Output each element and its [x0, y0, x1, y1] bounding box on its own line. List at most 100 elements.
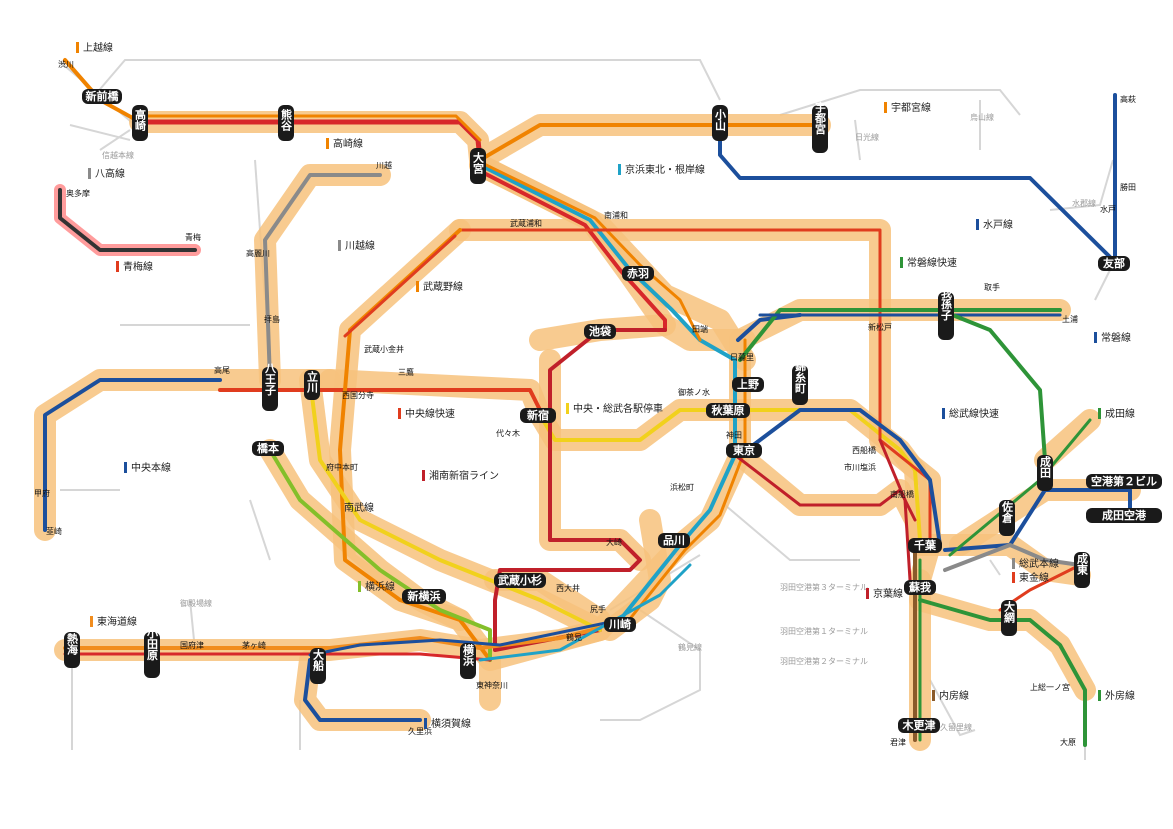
station-shinjuku[interactable]: 新宿	[520, 408, 556, 423]
station-ochanomizu: 御茶ノ水	[678, 387, 710, 397]
station-akihabara[interactable]: 秋葉原	[706, 403, 750, 418]
legend-shonan-shinjuku: 湘南新宿ライン	[422, 469, 499, 482]
legend-yokohama: 横浜線	[358, 580, 395, 593]
station-tachikawa[interactable]: 立川	[304, 370, 320, 400]
station-naruto[interactable]: 成東	[1074, 552, 1090, 588]
svg-text:羽田空港第３ターミナル: 羽田空港第３ターミナル	[780, 582, 868, 592]
svg-text:中央本線: 中央本線	[131, 461, 171, 474]
legend-chuo-main: 中央本線	[124, 461, 171, 474]
station-kisarazu[interactable]: 木更津	[898, 718, 940, 733]
svg-text:東京: 東京	[733, 443, 755, 457]
station-ikebukuro[interactable]: 池袋	[584, 324, 616, 339]
station-takasaki[interactable]: 高崎	[132, 105, 148, 141]
station-hachioji[interactable]: 八王子	[262, 362, 278, 411]
station-haijima: 拝島	[264, 314, 280, 324]
legend-narita: 成田線	[1098, 407, 1135, 420]
station-ueno[interactable]: 上野	[732, 377, 764, 392]
station-shinagawa[interactable]: 品川	[658, 533, 690, 548]
legend-uchibo: 内房線	[932, 689, 969, 702]
svg-text:総武線快速: 総武線快速	[949, 407, 999, 420]
svg-text:宇都宮: 宇都宮	[814, 100, 828, 135]
svg-text:上越線: 上越線	[83, 41, 113, 54]
station-mitaka: 三鷹	[398, 367, 414, 377]
station-kofu: 甲府	[34, 488, 50, 498]
legend-keiyo: 京葉線	[866, 587, 903, 600]
svg-text:熱海: 熱海	[66, 632, 79, 656]
station-kawasaki[interactable]: 川崎	[604, 617, 636, 632]
svg-text:外房線: 外房線	[1105, 689, 1135, 702]
minor-stations: 渋川 奥多摩 青梅 川越 高麗川 拝島 高尾 西国分寺 武蔵小金井 三鷹 府中本…	[34, 59, 1136, 747]
station-oyama[interactable]: 小山	[712, 105, 728, 141]
station-fuchuhonmachi: 府中本町	[326, 462, 358, 472]
station-omiya[interactable]: 大宮	[470, 148, 486, 184]
station-tomobe[interactable]: 友部	[1098, 256, 1130, 271]
station-musashikosugi[interactable]: 武蔵小杉	[494, 573, 546, 588]
station-kumagaya[interactable]: 熊谷	[278, 105, 294, 141]
station-kinshicho[interactable]: 錦糸町	[792, 359, 808, 405]
station-shinmaebashi[interactable]: 新前橋	[82, 89, 122, 104]
station-yokohama[interactable]: 横浜	[460, 643, 476, 679]
station-utsunomiya[interactable]: 宇都宮	[812, 100, 828, 153]
svg-text:水戸線: 水戸線	[983, 218, 1013, 231]
svg-text:内房線: 内房線	[939, 689, 969, 702]
station-ome: 青梅	[185, 232, 201, 242]
svg-text:上野: 上野	[737, 377, 759, 391]
station-nishifunabashi: 西船橋	[852, 445, 876, 455]
svg-text:川崎: 川崎	[608, 617, 631, 631]
svg-text:佐倉: 佐倉	[1001, 500, 1015, 524]
svg-text:横浜線: 横浜線	[365, 580, 395, 593]
svg-text:常磐線: 常磐線	[1101, 331, 1131, 344]
station-ofuna[interactable]: 大船	[310, 648, 326, 684]
svg-text:蘇我: 蘇我	[908, 580, 931, 594]
svg-text:湘南新宿ライン: 湘南新宿ライン	[429, 469, 499, 482]
svg-text:大宮: 大宮	[472, 151, 485, 175]
station-oami[interactable]: 大網	[1001, 600, 1017, 636]
legend-joetsu: 上越線	[76, 41, 113, 54]
station-soga[interactable]: 蘇我	[904, 580, 936, 595]
svg-text:千葉: 千葉	[914, 538, 937, 552]
svg-text:川越線: 川越線	[345, 239, 375, 252]
station-odawara[interactable]: 小田原	[144, 626, 160, 678]
legend-sobu-rapid: 総武線快速	[942, 407, 999, 420]
svg-text:信越本線: 信越本線	[102, 150, 134, 160]
svg-text:高崎線: 高崎線	[333, 137, 363, 150]
station-airport-terminal2[interactable]: 空港第２ビル	[1086, 474, 1162, 489]
station-shinyokohama[interactable]: 新横浜	[402, 589, 446, 604]
svg-text:宇都宮線: 宇都宮線	[891, 101, 931, 114]
station-narita-airport[interactable]: 成田空港	[1086, 508, 1162, 523]
svg-text:鶴見線: 鶴見線	[678, 642, 702, 652]
station-atami[interactable]: 熱海	[64, 632, 80, 668]
station-akabane[interactable]: 赤羽	[622, 266, 654, 281]
station-tokyo[interactable]: 東京	[726, 443, 762, 458]
svg-text:中央・総武各駅停車: 中央・総武各駅停車	[573, 402, 663, 415]
station-minamiurawa: 南浦和	[604, 210, 628, 220]
svg-text:橋本: 橋本	[257, 441, 279, 455]
svg-text:大網: 大網	[1003, 600, 1016, 624]
legend-kawagoe: 川越線	[338, 239, 375, 252]
station-sakura[interactable]: 佐倉	[999, 500, 1015, 536]
legend-chuo-rapid: 中央線快速	[398, 407, 455, 420]
svg-text:武蔵野線: 武蔵野線	[423, 280, 463, 293]
svg-text:東金線: 東金線	[1019, 571, 1049, 584]
station-hashimoto[interactable]: 橋本	[252, 441, 284, 456]
svg-text:羽田空港第１ターミナル: 羽田空港第１ターミナル	[780, 626, 868, 636]
station-kawagoe: 川越	[376, 160, 392, 170]
svg-text:立川: 立川	[306, 370, 320, 393]
svg-text:池袋: 池袋	[589, 324, 612, 338]
line-legends: 上越線 高崎線 八高線 青梅線 宇都宮線 京浜東北・根岸線 川越線 武蔵野線 水…	[76, 41, 1135, 730]
station-higashikanagawa: 東神奈川	[476, 680, 508, 690]
station-abiko[interactable]: 我孫子	[938, 286, 954, 340]
legend-takasaki: 高崎線	[326, 137, 363, 150]
svg-text:小山: 小山	[714, 108, 728, 132]
station-ichikawashiohama: 市川塩浜	[844, 462, 876, 472]
svg-text:南武線: 南武線	[344, 501, 374, 514]
station-kozu: 国府津	[180, 640, 204, 650]
svg-text:友部: 友部	[1103, 256, 1125, 270]
station-nishikokubunji: 西国分寺	[342, 391, 374, 400]
station-chiba[interactable]: 千葉	[908, 538, 942, 553]
svg-text:久留里線: 久留里線	[940, 722, 972, 732]
svg-text:高崎: 高崎	[134, 108, 147, 132]
station-narita[interactable]: 成田	[1037, 455, 1053, 491]
station-chigasaki: 茅ヶ崎	[242, 640, 266, 650]
station-osaki: 大崎	[606, 537, 622, 547]
